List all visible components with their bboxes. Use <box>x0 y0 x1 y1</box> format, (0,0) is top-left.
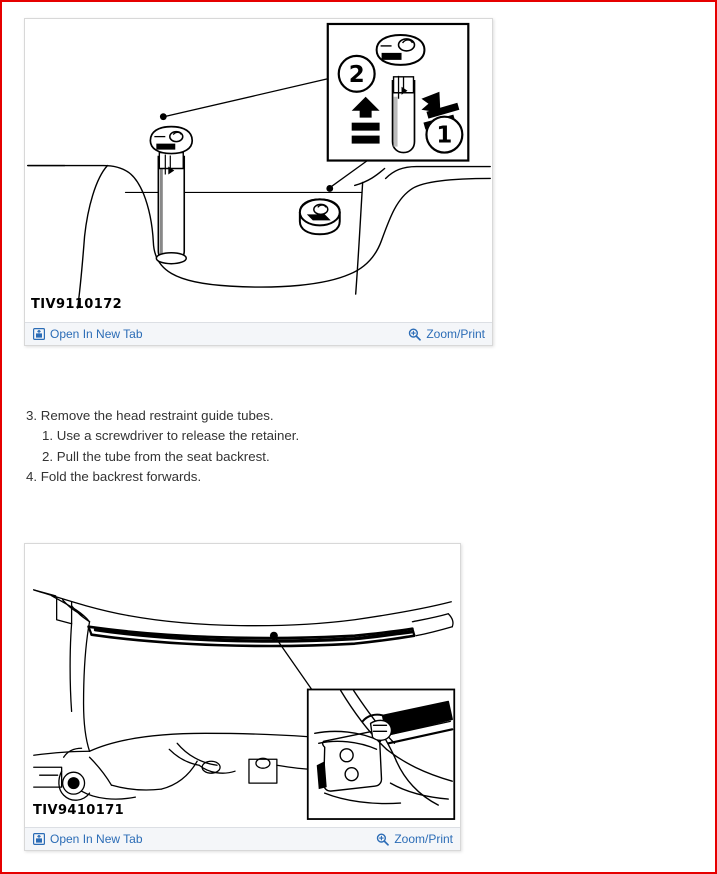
leader-dot-1 <box>159 113 167 121</box>
instruction-step-3: 3. Remove the head restraint guide tubes… <box>26 408 274 423</box>
figure-2-leader <box>269 631 313 690</box>
instruction-substep-3-2: 2. Pull the tube from the seat backrest. <box>42 448 270 464</box>
head-restraint-guide-tube-drawing: 2 1 <box>27 22 491 309</box>
magnifier-plus-icon <box>376 832 390 846</box>
callout-circle-2 <box>337 54 376 93</box>
figure-1-caption: TIV9110172 <box>31 297 123 312</box>
figure-2-caption: TIV9410171 <box>33 803 125 818</box>
figure-panel-2: TIV9410171 Open In New Tab <box>24 543 461 851</box>
open-in-new-tab-button-2[interactable]: Open In New Tab <box>33 833 143 845</box>
open-in-new-tab-label: Open In New Tab <box>50 327 143 341</box>
figure-1-footer: Open In New Tab Zoom/Print <box>25 322 492 345</box>
zoom-print-button-1[interactable]: Zoom/Print <box>408 327 485 341</box>
retainer-clip <box>298 198 341 236</box>
open-in-new-tab-icon <box>33 328 45 340</box>
open-in-new-tab-button-1[interactable]: Open In New Tab <box>33 328 143 340</box>
callout-label-1: 1 <box>436 123 452 149</box>
instruction-step-4: 4. Fold the backrest forwards. <box>26 468 202 484</box>
figure-panel-1: 2 1 TIV9110172 <box>24 18 493 346</box>
figure-1-image: 2 1 <box>25 19 492 322</box>
figure-1-inset: 2 1 <box>326 22 470 162</box>
zoom-print-label: Zoom/Print <box>394 832 453 846</box>
zoom-print-button-2[interactable]: Zoom/Print <box>376 832 453 846</box>
figure-2-inset <box>306 688 456 820</box>
leader-dot-2 <box>326 185 334 192</box>
magnifier-plus-icon <box>408 327 422 341</box>
open-in-new-tab-label: Open In New Tab <box>50 832 143 846</box>
instruction-list: 3. Remove the head restraint guide tubes… <box>26 406 446 487</box>
guide-tube-main <box>149 125 194 265</box>
zoom-print-label: Zoom/Print <box>426 327 485 341</box>
open-in-new-tab-icon <box>33 833 45 845</box>
callout-circle-1 <box>425 115 464 154</box>
seat-backrest-underside-drawing <box>33 589 456 820</box>
instruction-substep-3-1: 1. Use a screwdriver to release the reta… <box>42 428 300 444</box>
figure-2-image <box>25 544 460 827</box>
figure-2-footer: Open In New Tab Zoom/Print <box>25 827 460 850</box>
callout-label-2: 2 <box>349 62 365 88</box>
